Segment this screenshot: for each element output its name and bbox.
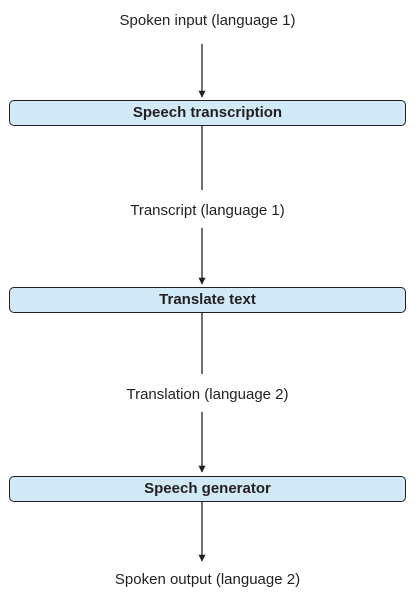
- translation-label: Translation (language 2): [126, 386, 289, 403]
- speech-generator-box: Speech generator: [9, 476, 406, 502]
- spoken-input-label: Spoken input (language 1): [119, 12, 296, 29]
- spoken-output-label: Spoken output (language 2): [114, 571, 301, 588]
- speech-transcription-box: Speech transcription: [9, 100, 406, 126]
- translate-text-box: Translate text: [9, 287, 406, 313]
- transcript-label: Transcript (language 1): [130, 202, 285, 219]
